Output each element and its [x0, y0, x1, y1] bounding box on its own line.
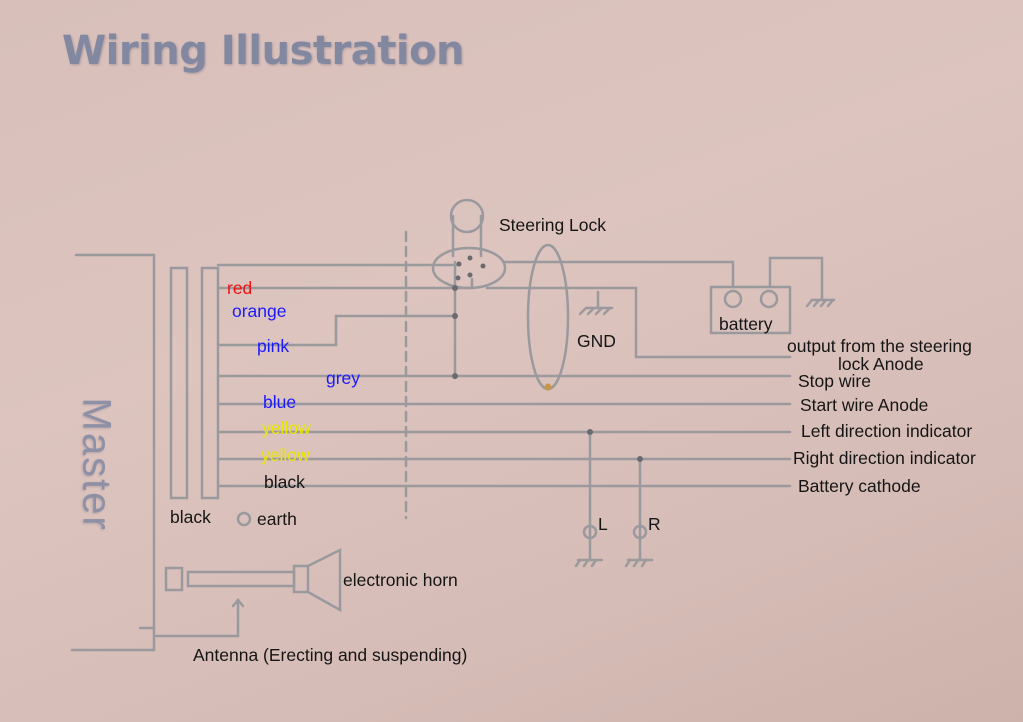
right-lamp [632, 524, 648, 540]
steering-output-label-line1: output from the steering [787, 336, 972, 356]
wire-label-black: black [264, 472, 305, 492]
right-ground-label: R [648, 514, 661, 534]
wire-label-blue: blue [263, 392, 297, 412]
steering-lock-label: Steering Lock [499, 215, 607, 235]
horn-symbol [306, 547, 342, 613]
ignition-ellipse [526, 243, 570, 391]
antenna-symbol [231, 598, 245, 608]
battery-box [709, 285, 792, 335]
wire-label-grey: grey [326, 368, 361, 388]
junction-dots [452, 255, 643, 462]
wire-label-pink: pink [257, 336, 290, 356]
wire-orange [216, 277, 474, 290]
steering-output-label-line2: lock Anode [838, 354, 924, 374]
earth-label: earth [257, 509, 297, 529]
horn-connector [164, 566, 184, 592]
diagram-title: Wiring Illustration [62, 28, 465, 74]
wire-lock-output [485, 286, 792, 359]
earth-symbol [236, 511, 252, 527]
right-indicator-label: Right direction indicator [793, 448, 976, 468]
wire-pink [216, 314, 457, 347]
wire-battery-supply [503, 260, 735, 289]
wire-label-yellow-1: yellow [262, 418, 311, 438]
battery-label: battery [719, 314, 773, 334]
wire-battery-ground [768, 256, 824, 302]
horn-label: electronic horn [343, 570, 458, 590]
left-ground-label: L [598, 514, 608, 534]
left-indicator-label: Left direction indicator [801, 421, 973, 441]
steering-lock-switch [431, 246, 507, 290]
antenna-label: Antenna (Erecting and suspending) [193, 645, 468, 665]
connector-bar-left [169, 266, 189, 500]
master-unit-outline [70, 253, 156, 652]
battery-cathode-label: Battery cathode [798, 476, 921, 496]
wire-label-orange: orange [232, 301, 287, 321]
master-label: Master [74, 397, 119, 532]
horn-wire [186, 570, 296, 588]
wire-label-red: red [227, 278, 253, 298]
stop-wire-label: Stop wire [798, 371, 871, 391]
gnd-label: GND [577, 331, 616, 351]
left-lamp [582, 524, 598, 540]
steering-lock-symbol [449, 198, 485, 234]
wire-label-yellow-2: yellow [261, 445, 310, 465]
start-wire-label: Start wire Anode [800, 395, 929, 415]
antenna-line [154, 598, 240, 638]
black-bottom-label: black [170, 507, 211, 527]
connector-bar-right [200, 266, 220, 500]
